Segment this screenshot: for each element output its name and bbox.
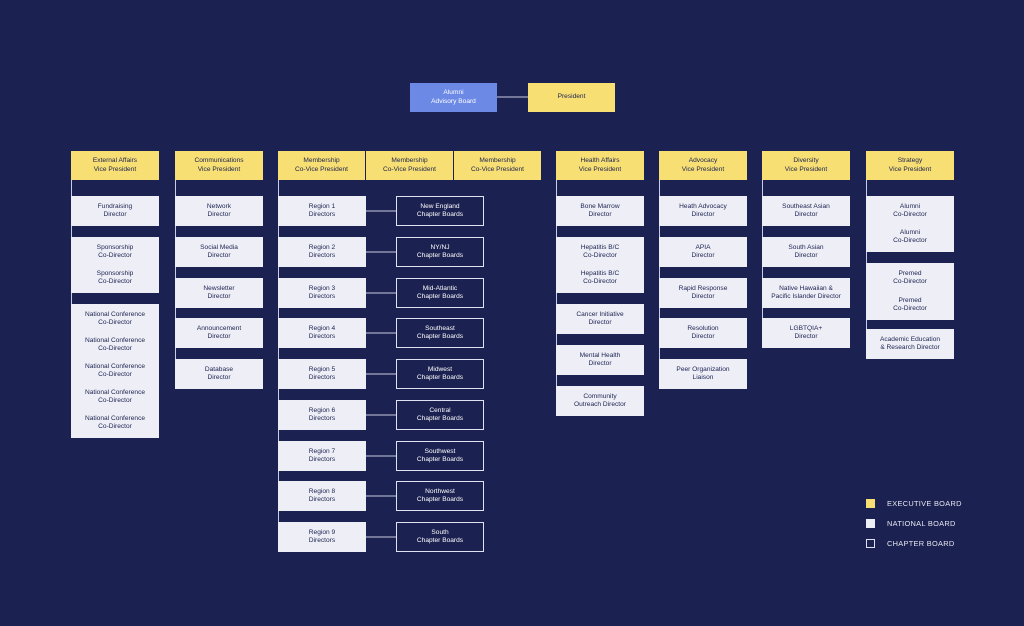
chapter-board-box: Mid-Atlantic Chapter Boards (396, 278, 484, 308)
legend-item-chap: CHAPTER BOARD (866, 539, 955, 548)
legend-label: NATIONAL BOARD (887, 519, 956, 528)
strategy-director-box: Premed Co-Director (866, 263, 954, 293)
communications-director-box: Newsletter Director (175, 278, 263, 308)
president-box: President (528, 83, 615, 112)
external-director-box: National Conference Co-Director (71, 304, 159, 334)
legend-swatch-nat (866, 519, 875, 528)
legend-swatch-exec (866, 499, 875, 508)
strategy-director-box: Academic Education & Research Director (866, 329, 954, 359)
health-director-box: Bone Marrow Director (556, 196, 644, 226)
advocacy-director-box: Rapid Response Director (659, 278, 747, 308)
communications-director-box: Database Director (175, 359, 263, 389)
region-director-box: Region 6 Directors (278, 400, 366, 430)
chapter-board-box: Central Chapter Boards (396, 400, 484, 430)
communications-vp-box: Communications Vice President (175, 151, 263, 180)
external-vp-box: External Affairs Vice President (71, 151, 159, 180)
diversity-director-box: South Asian Director (762, 237, 850, 267)
external-director-box: National Conference Co-Director (71, 356, 159, 386)
legend-item-exec: EXECUTIVE BOARD (866, 499, 962, 508)
legend-label: CHAPTER BOARD (887, 539, 955, 548)
external-director-box: National Conference Co-Director (71, 330, 159, 360)
region-director-box: Region 9 Directors (278, 522, 366, 552)
membership-covp-box: Membership Co-Vice President (366, 151, 453, 180)
external-director-box: National Conference Co-Director (71, 408, 159, 438)
advocacy-director-box: Resolution Director (659, 318, 747, 348)
diversity-director-box: Southeast Asian Director (762, 196, 850, 226)
membership-covp-box: Membership Co-Vice President (454, 151, 541, 180)
region-director-box: Region 4 Directors (278, 318, 366, 348)
membership-covp-box: Membership Co-Vice President (278, 151, 365, 180)
chapter-board-box: Midwest Chapter Boards (396, 359, 484, 389)
health-vp-box: Health Affairs Vice President (556, 151, 644, 180)
external-director-box: Sponsorship Co-Director (71, 237, 159, 267)
legend-label: EXECUTIVE BOARD (887, 499, 962, 508)
region-director-box: Region 3 Directors (278, 278, 366, 308)
advocacy-director-box: Heath Advocacy Director (659, 196, 747, 226)
advocacy-director-box: Peer Organization Liaison (659, 359, 747, 389)
chapter-board-box: New England Chapter Boards (396, 196, 484, 226)
strategy-director-box: Alumni Co-Director (866, 196, 954, 226)
diversity-director-box: LGBTQIA+ Director (762, 318, 850, 348)
communications-director-box: Social Media Director (175, 237, 263, 267)
legend-swatch-chap (866, 539, 875, 548)
strategy-vp-box: Strategy Vice President (866, 151, 954, 180)
alumni-advisory-board-box: Alumni Advisory Board (410, 83, 497, 112)
region-director-box: Region 1 Directors (278, 196, 366, 226)
external-director-box: National Conference Co-Director (71, 382, 159, 412)
health-director-box: Mental Health Director (556, 345, 644, 375)
chapter-board-box: South Chapter Boards (396, 522, 484, 552)
chapter-board-box: Southwest Chapter Boards (396, 441, 484, 471)
region-director-box: Region 7 Directors (278, 441, 366, 471)
chapter-board-box: Northwest Chapter Boards (396, 481, 484, 511)
external-director-box: Fundraising Director (71, 196, 159, 226)
health-director-box: Community Outreach Director (556, 386, 644, 416)
communications-director-box: Announcement Director (175, 318, 263, 348)
health-director-box: Hepatitis B/C Co-Director (556, 237, 644, 267)
communications-director-box: Network Director (175, 196, 263, 226)
chapter-board-box: NY/NJ Chapter Boards (396, 237, 484, 267)
legend-item-nat: NATIONAL BOARD (866, 519, 956, 528)
chapter-board-box: Southeast Chapter Boards (396, 318, 484, 348)
external-director-box: Sponsorship Co-Director (71, 263, 159, 293)
region-director-box: Region 5 Directors (278, 359, 366, 389)
diversity-director-box: Native Hawaiian & Pacific Islander Direc… (762, 278, 850, 308)
advocacy-director-box: APIA Director (659, 237, 747, 267)
strategy-director-box: Alumni Co-Director (866, 222, 954, 252)
diversity-vp-box: Diversity Vice President (762, 151, 850, 180)
strategy-director-box: Premed Co-Director (866, 290, 954, 320)
health-director-box: Cancer Initiative Director (556, 304, 644, 334)
region-director-box: Region 8 Directors (278, 481, 366, 511)
advocacy-vp-box: Advocacy Vice President (659, 151, 747, 180)
region-director-box: Region 2 Directors (278, 237, 366, 267)
health-director-box: Hepatitis B/C Co-Director (556, 263, 644, 293)
